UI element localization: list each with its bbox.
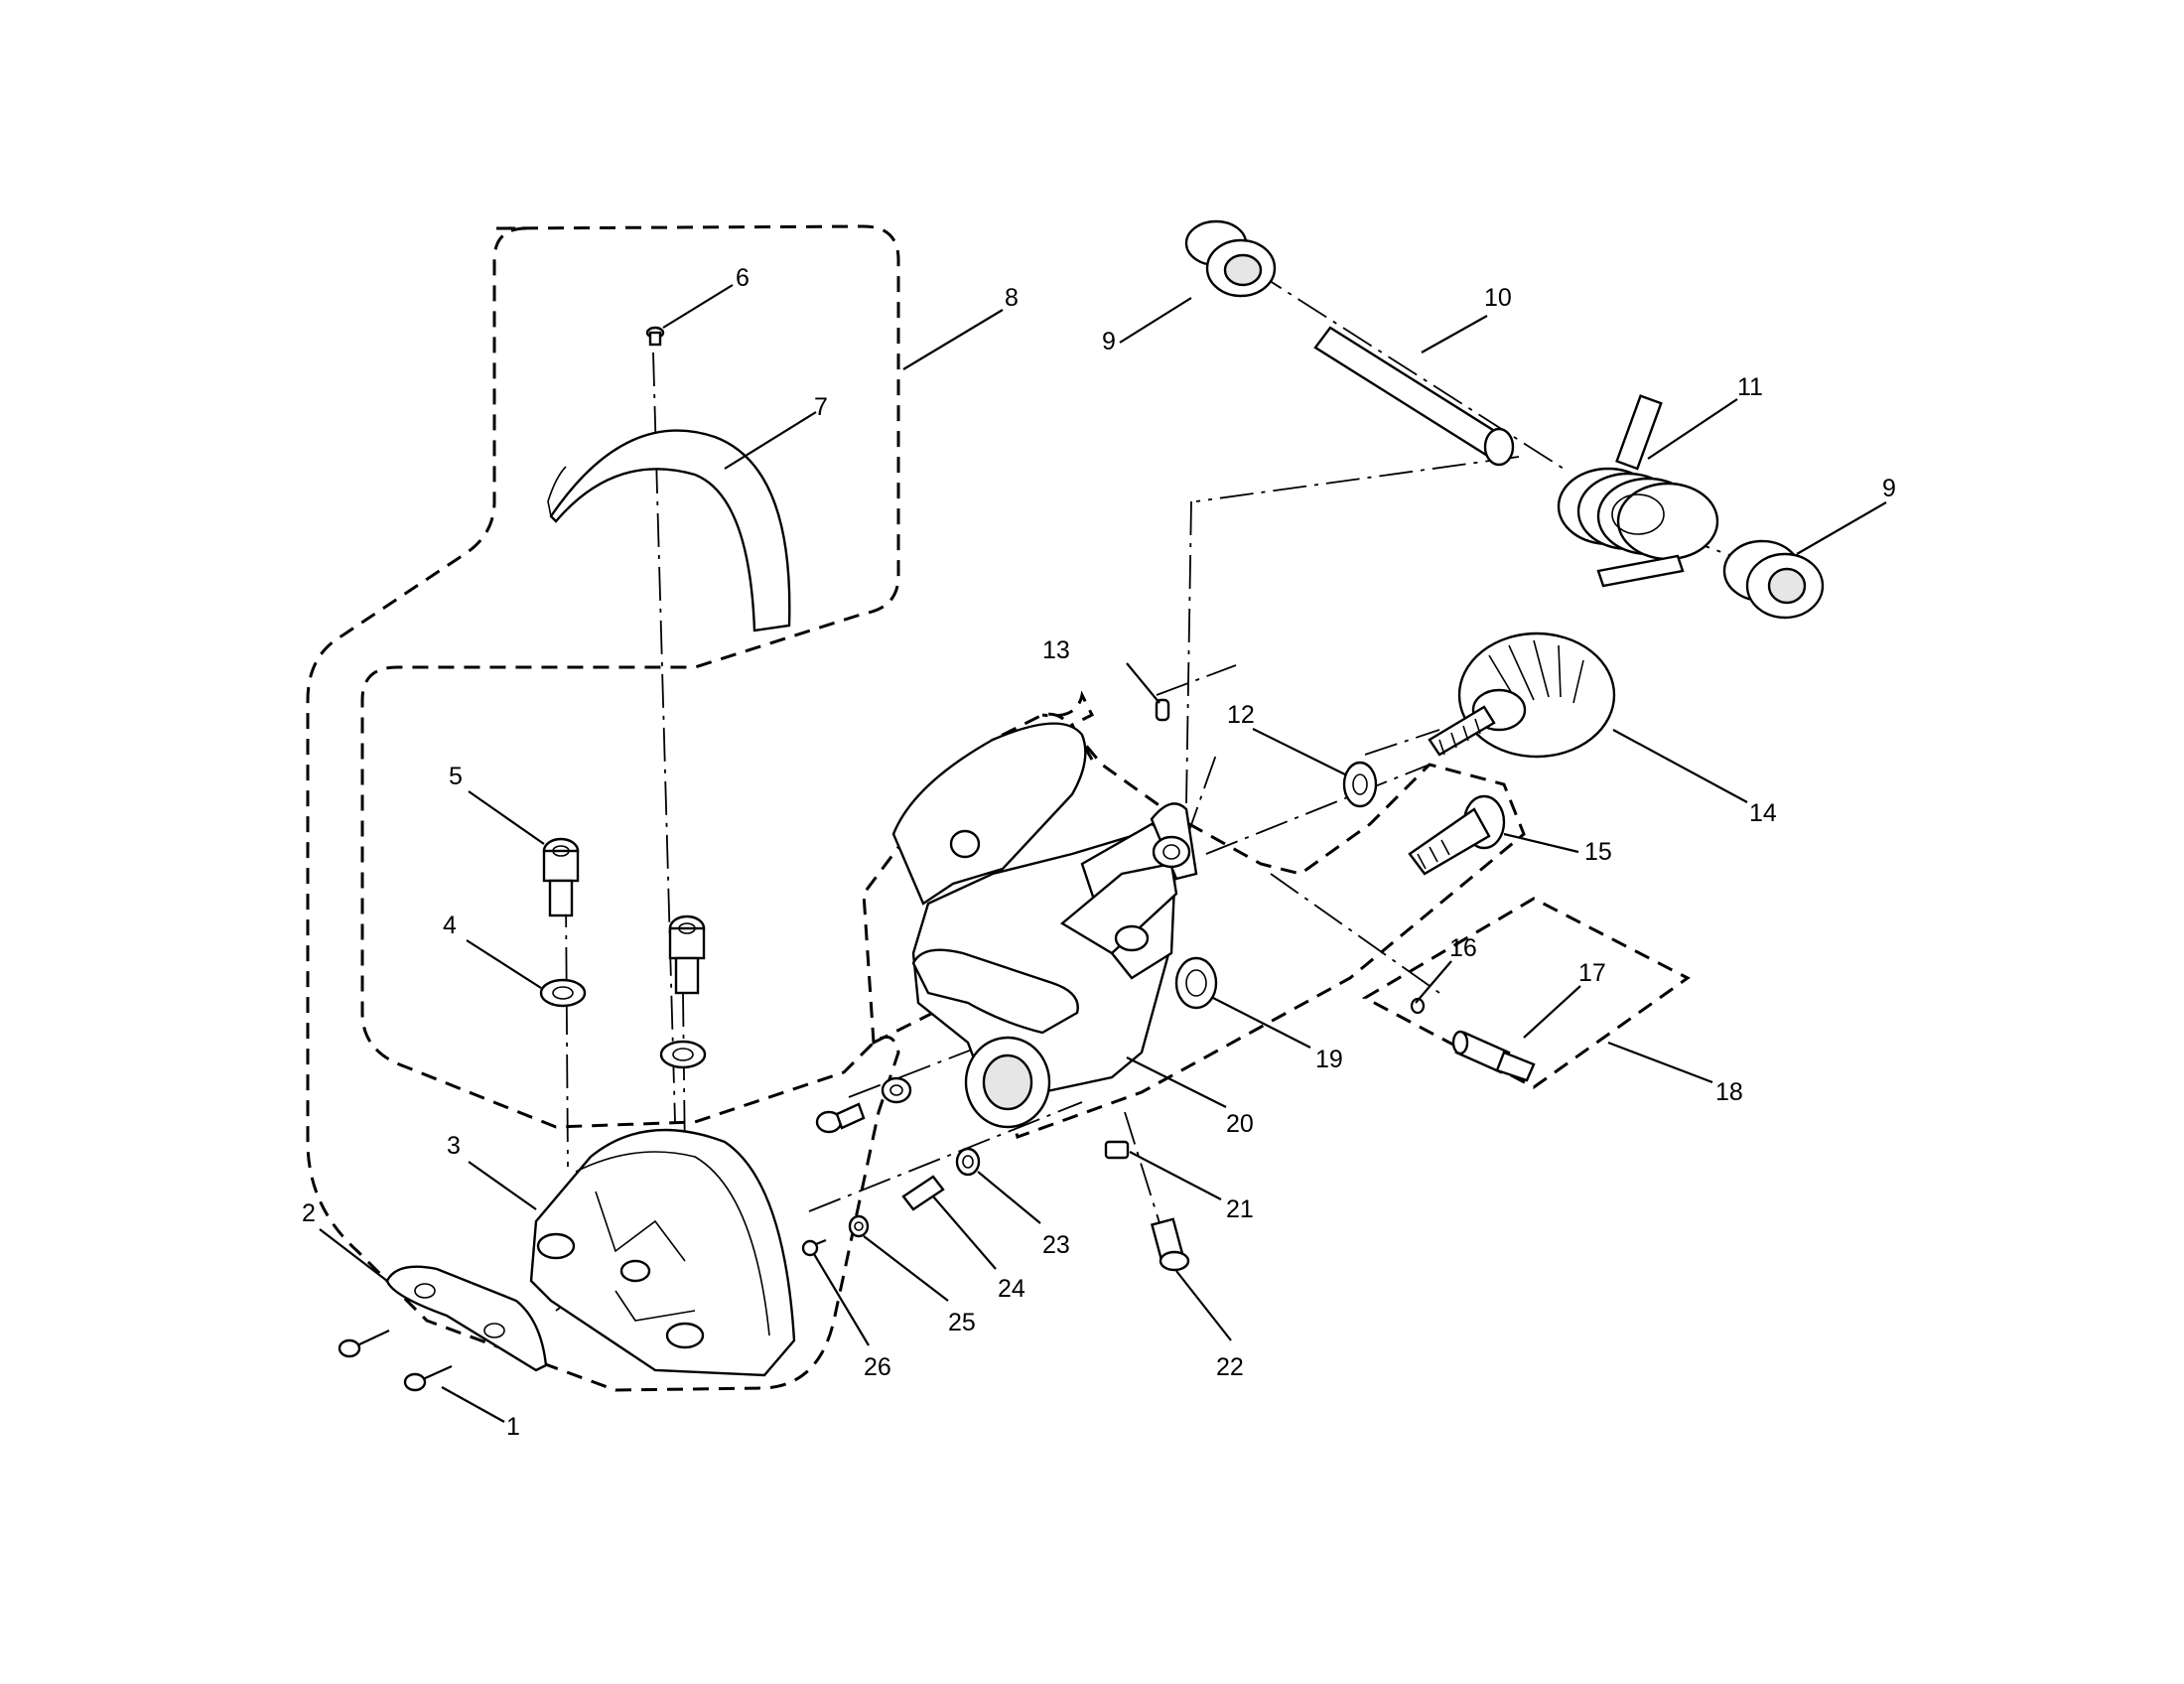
callout-9-top: 9 <box>1102 328 1116 355</box>
callout-26: 26 <box>864 1353 891 1381</box>
callout-3: 3 <box>447 1132 461 1160</box>
axis-line-13 <box>1185 754 1217 840</box>
axis-line-10 <box>1252 269 1565 470</box>
callout-18: 18 <box>1715 1078 1743 1106</box>
screw-b <box>403 1364 453 1392</box>
callout-15: 15 <box>1584 838 1612 866</box>
hex-nut <box>881 1076 912 1104</box>
axis-line-16 <box>1270 873 1440 994</box>
callout-10: 10 <box>1484 284 1512 312</box>
callout-6: 6 <box>736 264 750 292</box>
axis-line-6 <box>652 351 676 1123</box>
plunger-pin <box>1451 1030 1536 1082</box>
spacer <box>1104 1140 1130 1160</box>
callout-12: 12 <box>1227 701 1255 729</box>
small-screw-26 <box>801 1238 827 1257</box>
leader-lines <box>319 284 1887 1423</box>
callout-19: 19 <box>1315 1046 1343 1073</box>
main-housing <box>891 722 1198 1129</box>
callout-9-right: 9 <box>1882 475 1896 502</box>
shaft-pin <box>1313 326 1515 467</box>
flat-washer-19 <box>1174 956 1218 1010</box>
callout-24: 24 <box>998 1275 1025 1303</box>
callout-7: 7 <box>814 393 828 421</box>
bushing-top <box>1184 219 1277 298</box>
lock-washer-left <box>539 978 587 1008</box>
group-boundary-upper <box>1041 690 1095 761</box>
torsion-spring <box>1557 394 1719 588</box>
cover-plate <box>385 1265 548 1372</box>
callout-4: 4 <box>443 912 457 939</box>
axis-line-nut <box>848 1012 1068 1098</box>
callout-8: 8 <box>1005 284 1019 312</box>
socket-screw-left <box>542 837 580 917</box>
axis-line-12 <box>1364 729 1440 756</box>
socket-screw-right <box>668 914 706 995</box>
axis-line-15 <box>1205 764 1431 855</box>
washer-25 <box>848 1214 870 1238</box>
axis-line-13b <box>1156 664 1237 696</box>
adjustment-knob <box>1428 632 1616 759</box>
callout-2: 2 <box>302 1199 316 1227</box>
bracket-housing <box>529 1128 796 1377</box>
callout-23: 23 <box>1042 1231 1070 1259</box>
callout-25: 25 <box>948 1309 976 1336</box>
bushing-right <box>1722 539 1825 620</box>
axis-line-rod <box>1195 456 1520 502</box>
callout-13: 13 <box>1042 636 1070 664</box>
screw-a <box>338 1330 390 1358</box>
callout-5: 5 <box>449 763 463 790</box>
callout-21: 21 <box>1226 1195 1254 1223</box>
spring-pin <box>901 1175 945 1211</box>
group-boundary-8 <box>306 224 900 1392</box>
set-screw <box>1155 698 1170 722</box>
callout-17: 17 <box>1578 959 1606 987</box>
callout-1: 1 <box>506 1413 520 1441</box>
flange-bolt <box>815 1102 866 1134</box>
callout-11: 11 <box>1737 373 1763 401</box>
axis-line-vertical <box>1185 500 1192 805</box>
washer-23 <box>955 1147 981 1177</box>
flat-washer-12 <box>1342 761 1378 808</box>
guard-strip <box>549 429 791 632</box>
hex-screw <box>1150 1217 1190 1272</box>
axis-line-26 <box>808 1101 1083 1212</box>
callout-22: 22 <box>1216 1353 1244 1381</box>
callout-20: 20 <box>1226 1110 1254 1138</box>
guard-strip-edge <box>547 466 567 517</box>
rivet <box>645 326 665 347</box>
lock-washer-right <box>659 1040 707 1069</box>
shoulder-bolt <box>1408 794 1506 876</box>
axis-line-5 <box>565 893 569 1168</box>
callout-16: 16 <box>1449 934 1477 962</box>
callout-14: 14 <box>1749 799 1777 827</box>
